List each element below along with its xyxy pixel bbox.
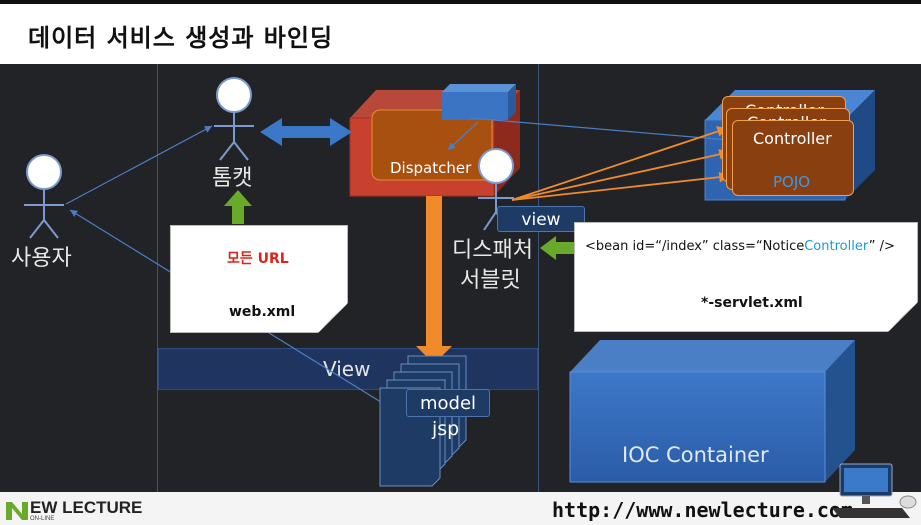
footer-bar	[0, 492, 921, 525]
bean-text-suffix: ” />	[868, 239, 895, 254]
bean-text-highlight: Controller	[804, 239, 869, 254]
bean-definition: <bean id=“/index” class=“NoticeControlle…	[585, 239, 895, 254]
web-xml-filename: web.xml	[229, 304, 296, 320]
pojo-label: POJO	[773, 173, 811, 191]
footer-url: http://www.newlecture.com	[552, 498, 854, 522]
divider-line-right	[538, 64, 539, 492]
dispatcher-box	[349, 84, 520, 197]
user-figure	[24, 154, 64, 239]
dispatcher-label: Dispatcher	[390, 159, 472, 177]
ioc-container-box	[569, 340, 855, 483]
title-bar: 데이터 서비스 생성과 바인딩	[0, 0, 921, 64]
tomcat-label: 톰캣	[212, 166, 253, 191]
view-layer-label: View	[323, 357, 371, 381]
controller-label: Controller	[753, 129, 832, 148]
logo-text: EW LECTURE	[30, 498, 143, 517]
divider-line-left	[157, 64, 158, 492]
logo-subtext: ON-LINE	[30, 516, 55, 522]
computer-desk-icon	[832, 463, 917, 518]
orange-arrow-down	[416, 196, 452, 364]
green-arrow-up	[224, 190, 252, 224]
tomcat-dispatcher-arrow	[260, 118, 352, 146]
servlet-xml-filename: *-servlet.xml	[701, 295, 803, 311]
servlet-xml-fold	[888, 302, 918, 332]
servlet-xml-doc: <bean id=“/index” class=“NoticeControlle…	[574, 222, 918, 332]
all-url-text: 모든 URL	[227, 251, 289, 267]
controller-card-front: Controller POJO	[732, 120, 854, 196]
view-layer-band: View	[158, 348, 538, 390]
page-title: 데이터 서비스 생성과 바인딩	[28, 24, 334, 52]
dispatcher-servlet-label-1: 디스패처	[452, 238, 533, 263]
web-xml-fold	[318, 303, 348, 333]
user-label: 사용자	[11, 246, 72, 271]
bean-text-prefix: <bean id=“/index” class=“Notice	[585, 239, 805, 254]
model-pill: model	[406, 389, 490, 417]
jsp-label: jsp	[432, 418, 460, 440]
dispatcher-servlet-label-2: 서블릿	[460, 268, 521, 293]
ioc-container-label: IOC Container	[622, 443, 769, 467]
tomcat-figure	[214, 77, 254, 161]
newlecture-logo-icon	[6, 502, 28, 520]
web-xml-doc: 모든 URL web.xml	[170, 225, 348, 333]
view-pill: view	[497, 206, 585, 232]
green-arrow-left	[540, 236, 574, 260]
